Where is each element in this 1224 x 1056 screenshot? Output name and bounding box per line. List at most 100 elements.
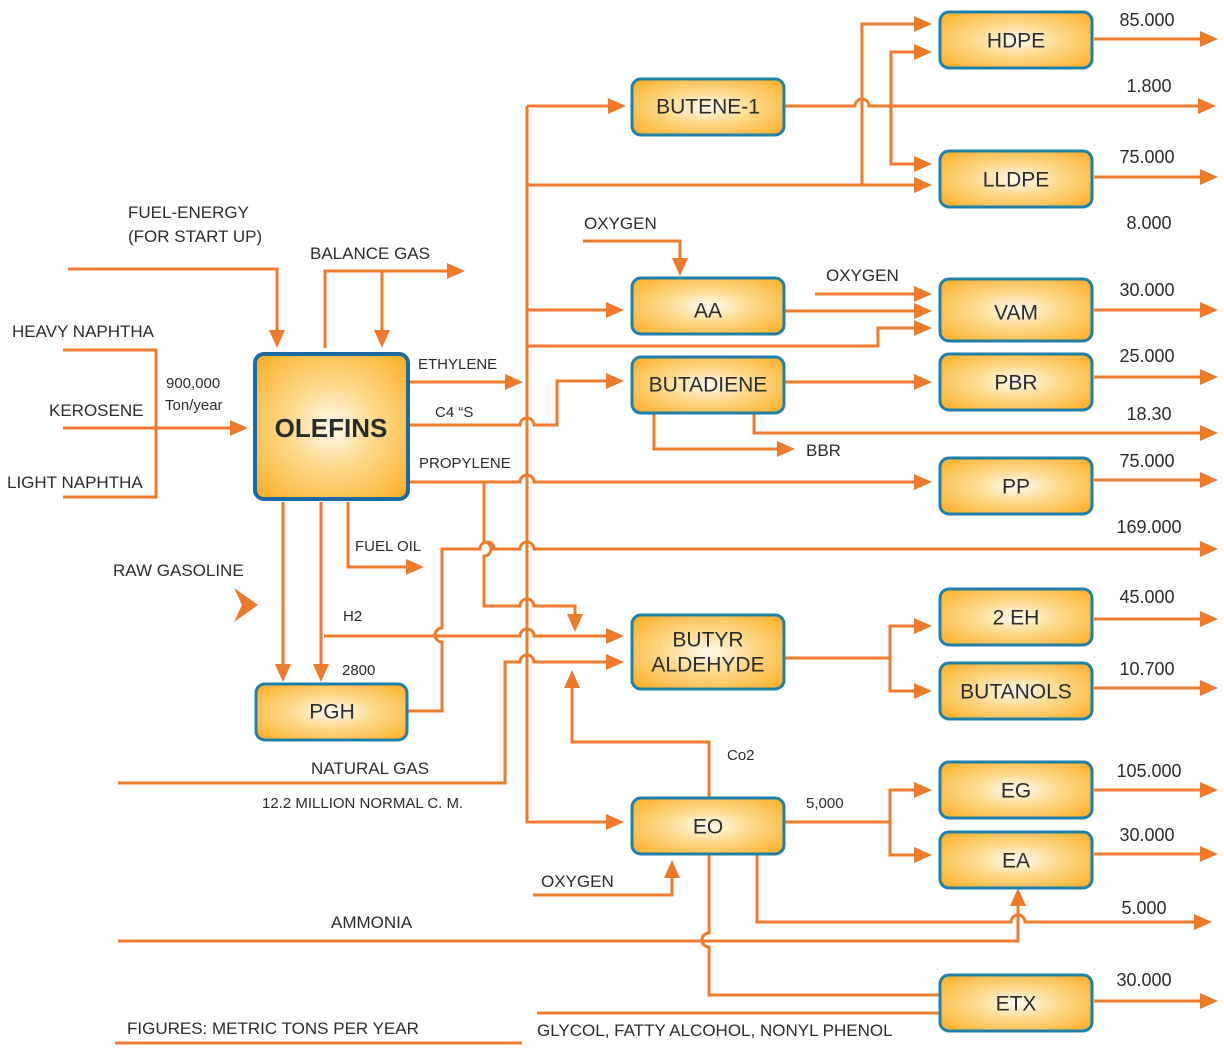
unit-butyraldehyde-label-line2: ALDEHYDE xyxy=(651,654,764,677)
unit-ea[interactable]: EA xyxy=(938,830,1094,890)
flow-header-vam xyxy=(527,326,918,348)
arrowhead-icon xyxy=(230,420,248,436)
output-ea-value: 30.000 xyxy=(1119,825,1174,845)
output-etx-value: 30.000 xyxy=(1116,970,1171,990)
unit-pgh[interactable]: PGH xyxy=(254,682,409,742)
unit-2eh-label: 2 EH xyxy=(993,607,1040,630)
arrowhead-icon xyxy=(606,654,624,670)
arrowhead-icon xyxy=(914,303,932,319)
unit-pgh-label: PGH xyxy=(309,701,355,724)
arrowhead-icon xyxy=(374,330,390,348)
arrowhead-icon xyxy=(606,302,624,318)
output-values: 85.000 1.800 75.000 8.000 30.000 25.000 … xyxy=(1116,10,1181,990)
unit-eg[interactable]: EG xyxy=(938,760,1094,820)
unit-eo[interactable]: EO xyxy=(630,796,786,856)
unit-2eh[interactable]: 2 EH xyxy=(938,587,1094,647)
label-c4s: C4 “S xyxy=(435,404,473,421)
label-kerosene: KEROSENE xyxy=(49,401,143,420)
output-butene-1-value: 1.800 xyxy=(1126,76,1171,96)
flow-fuel-energy xyxy=(68,267,279,334)
arrowhead-icon xyxy=(672,258,688,276)
unit-pbr[interactable]: PBR xyxy=(938,352,1094,412)
unit-vam[interactable]: VAM xyxy=(938,277,1094,343)
unit-butanols-label: BUTANOLS xyxy=(960,681,1072,704)
output-eo-direct-value: 5.000 xyxy=(1121,898,1166,918)
arrowhead-icon xyxy=(1200,302,1218,318)
arrowhead-icon xyxy=(564,670,580,688)
arrowheads xyxy=(230,16,1218,1009)
label-propylene: PROPYLENE xyxy=(419,455,511,472)
unit-butanols[interactable]: BUTANOLS xyxy=(938,661,1094,721)
arrowhead-icon xyxy=(914,44,932,60)
flow-oxygen-aa xyxy=(583,239,682,262)
output-2eh-value: 45.000 xyxy=(1119,587,1174,607)
flow-heavy-naphtha xyxy=(63,348,158,499)
unit-ea-label: EA xyxy=(1002,850,1030,873)
label-light-naphtha: LIGHT NAPHTHA xyxy=(7,473,143,492)
arrowhead-icon xyxy=(914,156,932,172)
flow-fuel-oil xyxy=(346,502,408,569)
flow-propylene xyxy=(408,473,918,484)
arrowhead-icon xyxy=(1200,846,1218,862)
label-balance-gas: BALANCE GAS xyxy=(310,244,430,263)
label-fuel-oil: FUEL OIL xyxy=(355,538,421,555)
arrowhead-icon xyxy=(1200,993,1218,1009)
footnote-units: FIGURES: METRIC TONS PER YEAR xyxy=(127,1019,419,1038)
arrowhead-icon xyxy=(606,628,624,644)
arrowhead-icon xyxy=(505,374,523,390)
arrowhead-icon xyxy=(1200,611,1218,627)
flow-lines xyxy=(63,22,1200,1045)
arrowhead-icon xyxy=(608,98,626,114)
arrowhead-icon xyxy=(1200,31,1218,47)
label-fuel-energy-line2: (FOR START UP) xyxy=(128,227,262,246)
arrowhead-icon xyxy=(914,320,932,336)
flow-ammonia xyxy=(118,900,1020,943)
arrowhead-icon xyxy=(1198,98,1216,114)
output-pgh-value: 169.000 xyxy=(1116,517,1181,537)
arrowhead-icon xyxy=(269,330,285,348)
output-butanols-value: 10.700 xyxy=(1119,659,1174,679)
label-h2-rate: 2800 xyxy=(342,662,375,679)
unit-vam-label: VAM xyxy=(994,302,1038,325)
unit-butene-1[interactable]: BUTENE-1 xyxy=(630,77,786,137)
arrowhead-icon xyxy=(1010,888,1026,906)
flow-natural-gas xyxy=(118,653,610,785)
arrowhead-icon xyxy=(1200,369,1218,385)
label-heavy-naphtha: HEAVY NAPHTHA xyxy=(12,322,155,341)
unit-etx-label: ETX xyxy=(996,993,1037,1016)
flow-butene1-out xyxy=(785,97,1200,108)
label-ethylene: ETHYLENE xyxy=(418,356,497,373)
output-vam-value: 30.000 xyxy=(1119,280,1174,300)
flow-eo-split xyxy=(785,788,918,857)
unit-eo-label: EO xyxy=(693,816,723,839)
unit-butyraldehyde[interactable]: BUTYR ALDEHYDE xyxy=(630,613,786,691)
unit-lldpe[interactable]: LLDPE xyxy=(938,149,1094,209)
unit-hdpe[interactable]: HDPE xyxy=(938,10,1094,70)
output-pbr-value: 25.000 xyxy=(1119,346,1174,366)
unit-etx[interactable]: ETX xyxy=(938,973,1094,1033)
label-feed-rate: 900,000 xyxy=(166,375,220,392)
arrowhead-icon xyxy=(664,860,680,878)
arrowhead-icon xyxy=(914,374,932,390)
raw-gasoline-chevron-icon xyxy=(234,588,258,622)
arrowhead-icon xyxy=(914,177,932,193)
output-lldpe-value: 75.000 xyxy=(1119,147,1174,167)
unit-hdpe-label: HDPE xyxy=(987,30,1045,53)
output-eg-value: 105.000 xyxy=(1116,761,1181,781)
arrowhead-icon xyxy=(914,286,932,302)
unit-aa[interactable]: AA xyxy=(630,276,786,336)
flow-propylene-butyr xyxy=(482,482,577,617)
stream-labels: FUEL-ENERGY (FOR START UP) BALANCE GAS H… xyxy=(7,203,899,1040)
arrowhead-icon xyxy=(914,474,932,490)
unit-aa-label: AA xyxy=(694,300,722,323)
unit-pp-label: PP xyxy=(1002,476,1030,499)
unit-butadiene[interactable]: BUTADIENE xyxy=(630,355,786,415)
unit-lldpe-label: LLDPE xyxy=(983,169,1050,192)
label-oxygen-eo: OXYGEN xyxy=(541,872,614,891)
unit-olefins[interactable]: OLEFINS xyxy=(253,352,410,501)
unit-pp[interactable]: PP xyxy=(938,456,1094,516)
process-units: OLEFINS PGH BUTENE-1 AA BUTADIENE BUTYR … xyxy=(253,10,1094,1033)
label-oxygen-vam: OXYGEN xyxy=(826,266,899,285)
arrowhead-icon xyxy=(606,373,624,389)
